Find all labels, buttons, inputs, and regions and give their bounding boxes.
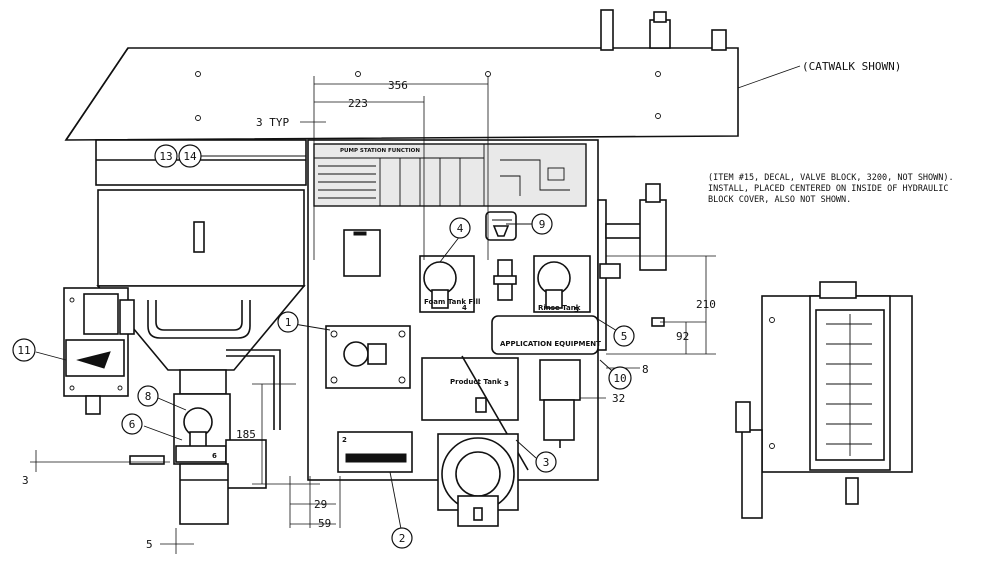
svg-text:6: 6 (129, 418, 136, 431)
svg-text:14: 14 (183, 150, 197, 163)
callout-4: 4 (449, 217, 471, 239)
hopper-valve: 6 (129, 393, 267, 525)
svg-text:8: 8 (145, 390, 152, 403)
right-fittings (599, 183, 667, 327)
upper-housing (95, 139, 307, 186)
item15-note-line2: INSTALL, PLACED CENTERED ON INSIDE OF HY… (708, 184, 949, 194)
dim-92: 92 (676, 330, 689, 343)
dim-5: 5 (146, 538, 153, 551)
dimension-lines (30, 76, 716, 554)
dim-356: 356 (388, 79, 408, 92)
rinse-tank-number: 5 (574, 306, 579, 314)
foam-tank-label: Foam Tank Fill (424, 298, 480, 306)
svg-text:2: 2 (399, 532, 406, 545)
callout-10: 10 (608, 366, 632, 390)
callout-6: 6 (121, 413, 143, 435)
callout-1: 1 (277, 311, 299, 333)
dim-185: 185 (236, 428, 256, 441)
dim-210: 210 (696, 298, 716, 311)
svg-text:9: 9 (539, 218, 546, 231)
side-valve (539, 359, 581, 448)
catwalk (64, 9, 739, 141)
callout-2: 2 (391, 527, 413, 549)
pump-station-decal (313, 143, 587, 207)
callout-9: 9 (531, 213, 553, 235)
svg-text:10: 10 (613, 372, 626, 385)
callout-3: 3 (535, 451, 557, 473)
valve-2-number: 2 (342, 436, 347, 444)
bottom-pump (437, 433, 519, 527)
item15-note-line1: (ITEM #15, DECAL, VALVE BLOCK, 3200, NOT… (708, 173, 954, 183)
dim-32: 32 (612, 392, 625, 405)
valve-6-number: 6 (212, 452, 217, 460)
hopper (96, 189, 306, 430)
left-valve-assembly (63, 287, 135, 415)
svg-text:1: 1 (285, 316, 292, 329)
decal-title: PUMP STATION FUNCTION (340, 148, 420, 154)
dim-8: 8 (642, 363, 649, 376)
item15-note-line3: BLOCK COVER, ALSO NOT SHOWN. (708, 195, 851, 205)
callout-8: 8 (137, 385, 159, 407)
callout-5: 5 (613, 325, 635, 347)
callout-leaders (35, 155, 623, 535)
dim-59: 59 (318, 517, 331, 530)
callout-11: 11 (12, 338, 36, 362)
dim-223: 223 (348, 97, 368, 110)
svg-text:5: 5 (621, 330, 628, 343)
product-tank-number: 3 (504, 380, 509, 388)
svg-text:13: 13 (159, 150, 172, 163)
callout-14: 14 (178, 144, 202, 168)
rinse-tank-label: Rinse Tank (538, 304, 581, 312)
side-view (735, 281, 913, 519)
svg-text:3: 3 (543, 456, 550, 469)
dim-3-typ: 3 TYP (256, 116, 289, 129)
svg-text:11: 11 (17, 344, 30, 357)
dim-3: 3 (22, 474, 29, 487)
main-panel: PUMP STATION FUNCTION (307, 139, 607, 481)
product-tank-label: Product Tank (450, 378, 502, 386)
svg-text:4: 4 (457, 222, 464, 235)
foam-tank-number: 4 (462, 304, 467, 312)
application-equipment-label: APPLICATION EQUIPMENT (500, 340, 601, 348)
catwalk-note: (CATWALK SHOWN) (802, 60, 901, 73)
dim-29: 29 (314, 498, 327, 511)
callout-13: 13 (154, 144, 178, 168)
